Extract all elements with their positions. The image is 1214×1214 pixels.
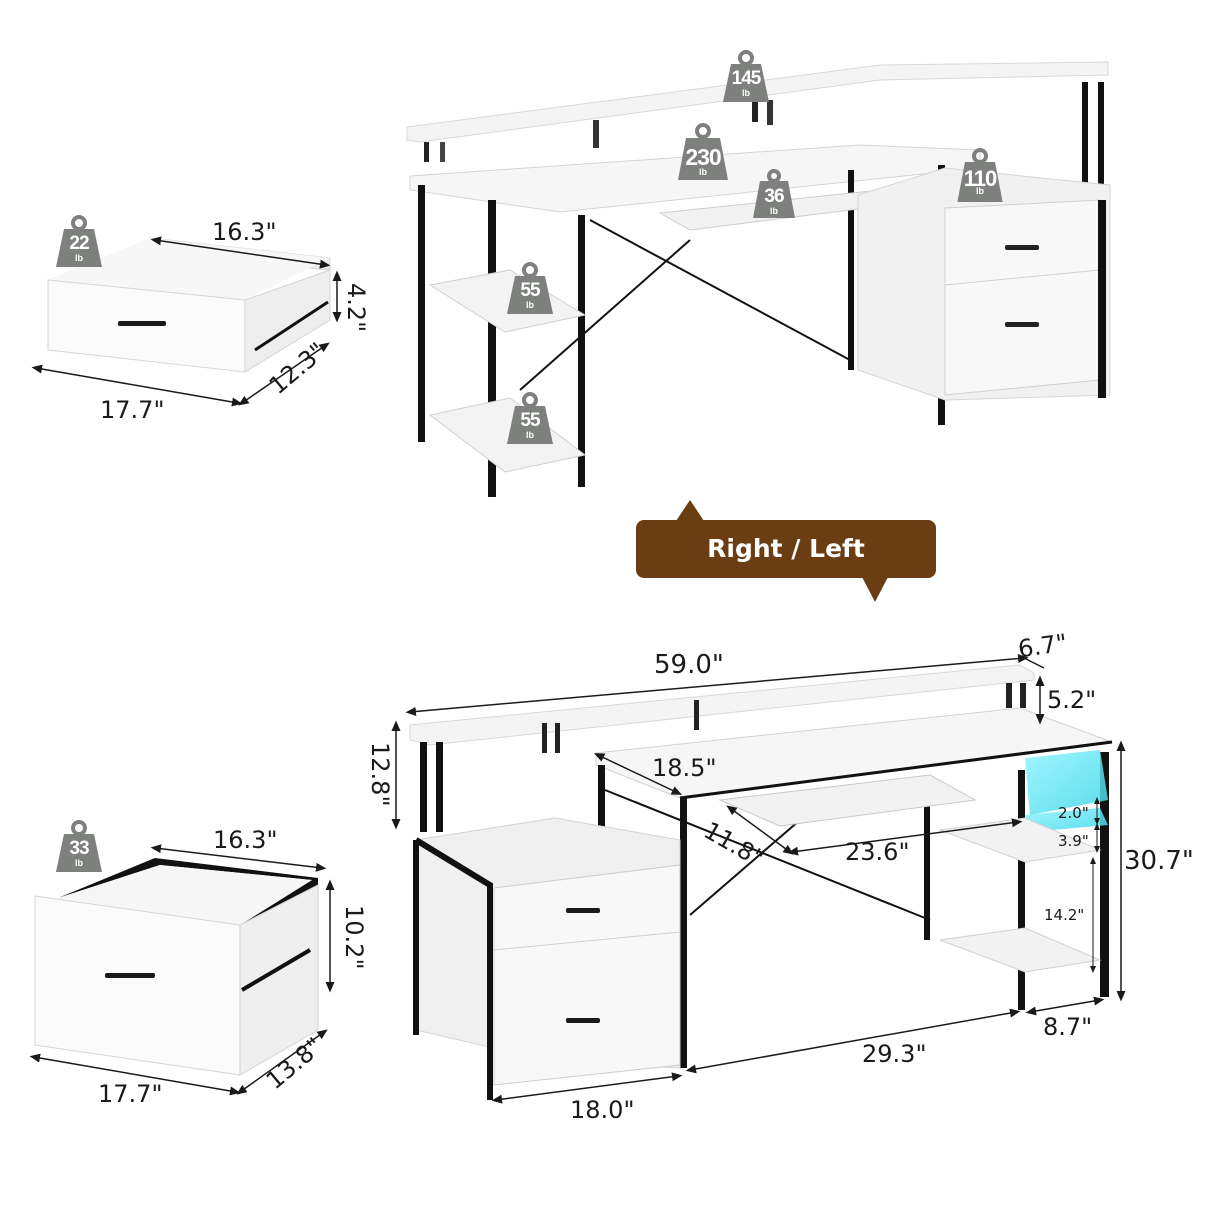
weight-badge-large-drawer: 33 lb <box>54 820 104 874</box>
weight-icon <box>56 215 102 267</box>
weight-icon <box>507 392 553 444</box>
weight-icon <box>678 123 728 180</box>
shelf-depth: 6.7" <box>1016 628 1069 664</box>
second-shelf-gap: 3.9" <box>1058 832 1089 850</box>
weight-icon <box>56 820 102 872</box>
small-drawer-height: 4.2" <box>342 283 370 333</box>
weight-icon <box>753 169 795 218</box>
weight-icon <box>507 262 553 314</box>
side-shelf-depth: 8.7" <box>1043 1013 1093 1041</box>
large-drawer-height: 10.2" <box>340 905 368 970</box>
small-drawer-illustration <box>31 236 342 407</box>
weight-icon <box>957 148 1003 202</box>
desk-total-width: 59.0" <box>654 650 724 680</box>
weight-badge-file-cabinet: 110 lb <box>955 148 1005 202</box>
weight-badge-lower-side-shelf: 55 lb <box>505 392 555 446</box>
weight-badge-small-drawer: 22 lb <box>54 215 104 269</box>
small-drawer-front-width: 17.7" <box>100 396 165 424</box>
weight-icon <box>723 50 769 102</box>
lower-shelf-gap: 14.2" <box>1044 906 1085 924</box>
leg-span: 29.3" <box>862 1040 927 1068</box>
large-drawer-inner-width: 16.3" <box>213 826 278 854</box>
desk-height: 30.7" <box>1124 846 1194 876</box>
shelf-height: 5.2" <box>1047 686 1097 714</box>
weight-badge-upper-side-shelf: 55 lb <box>505 262 555 316</box>
led-shelf-gap: 2.0" <box>1058 804 1089 822</box>
hutch-height: 12.8" <box>366 742 394 807</box>
weight-badge-keyboard-tray: 36 lb <box>751 168 797 218</box>
desk-depth: 18.5" <box>652 754 717 782</box>
desk-dimension-view <box>391 654 1126 1104</box>
weight-badge-desktop: 230 lb <box>676 122 730 182</box>
small-drawer-inner-width: 16.3" <box>212 218 277 246</box>
cabinet-width: 18.0" <box>570 1096 635 1124</box>
weight-badge-monitor-shelf: 145 lb <box>721 50 771 104</box>
orientation-label: Right / Left <box>707 534 865 563</box>
large-drawer-front-width: 17.7" <box>98 1080 163 1108</box>
large-drawer-illustration <box>29 844 335 1096</box>
keyboard-tray-width: 23.6" <box>845 838 910 866</box>
orientation-toggle-banner: Right / Left <box>636 520 936 578</box>
